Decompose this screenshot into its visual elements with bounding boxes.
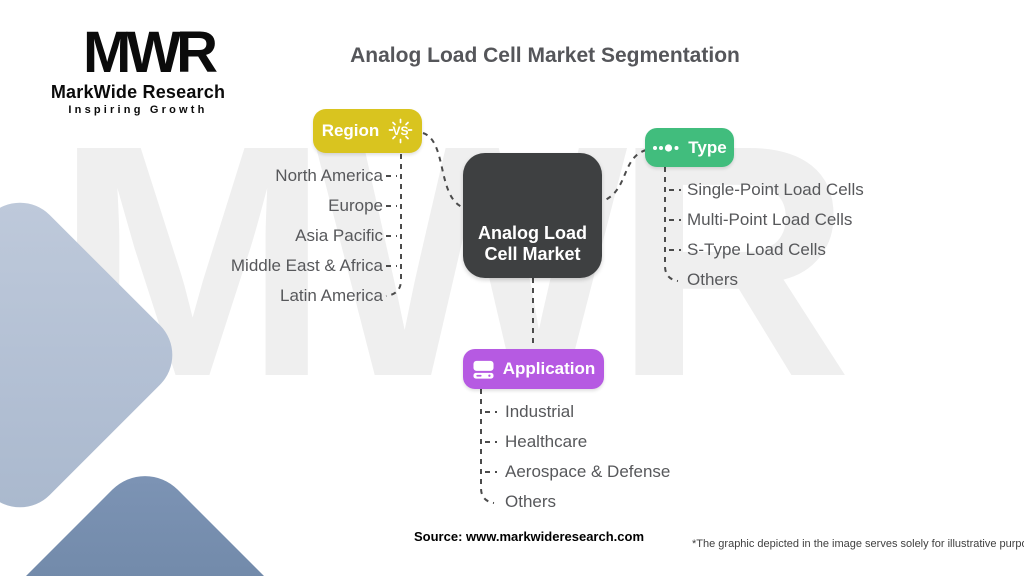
- region-item-asia-pacific: Asia Pacific: [295, 226, 383, 245]
- logo-name: MarkWide Research: [50, 82, 226, 102]
- center-node-label-line1: Analog Load: [478, 223, 587, 243]
- center-node: Analog Load Cell Market: [463, 153, 602, 278]
- logo-monogram: MWR: [83, 20, 218, 85]
- svg-text:VS: VS: [393, 124, 409, 138]
- type-item-s-type: S-Type Load Cells: [687, 240, 826, 259]
- type-item-others: Others: [687, 270, 739, 289]
- dots-icon: [652, 142, 681, 154]
- application-item-others: Others: [505, 492, 557, 511]
- region-item-latin-america: Latin America: [280, 286, 383, 305]
- vs-burst-icon: VS: [388, 118, 413, 144]
- type-node-label: Type: [688, 137, 727, 157]
- disclaimer-text: *The graphic depicted in the image serve…: [692, 538, 1024, 550]
- region-node-label: Region: [321, 121, 380, 140]
- branch-node-region: Region VS: [313, 109, 422, 153]
- region-item-north-america: North America: [275, 166, 383, 185]
- storage-stack-icon: [472, 359, 495, 380]
- page-title: Analog Load Cell Market Segmentation: [350, 44, 740, 67]
- markwide-logo: MWR MarkWide Research Inspiring Growth: [44, 24, 232, 117]
- application-node-label: Application: [502, 359, 596, 378]
- type-item-single-point: Single-Point Load Cells: [687, 180, 864, 199]
- type-item-multi-point: Multi-Point Load Cells: [687, 210, 853, 229]
- application-item-industrial: Industrial: [505, 402, 574, 421]
- logo-tagline: Inspiring Growth: [68, 104, 208, 116]
- application-item-healthcare: Healthcare: [505, 432, 588, 451]
- source-text: Source: www.markwideresearch.com: [414, 529, 645, 544]
- branch-node-application: Application: [463, 349, 604, 389]
- center-node-label-line2: Cell Market: [484, 244, 581, 264]
- region-item-europe: Europe: [328, 196, 383, 215]
- branch-node-type: Type: [645, 128, 734, 167]
- region-item-middle-east-africa: Middle East & Africa: [230, 256, 383, 275]
- application-item-aerospace-defense: Aerospace & Defense: [505, 462, 671, 481]
